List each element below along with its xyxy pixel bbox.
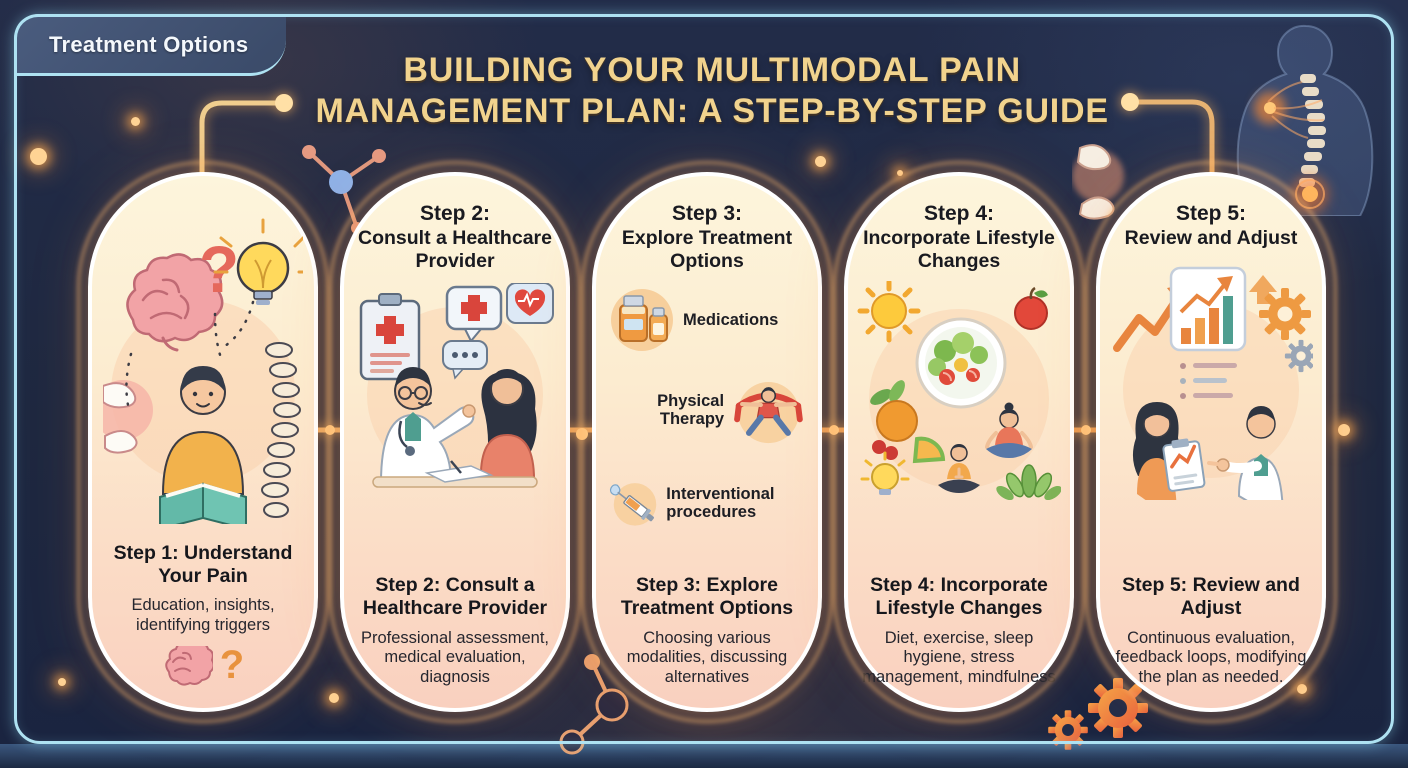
understand-pain-illustration: ? (103, 218, 303, 524)
lightbulb-icon (860, 451, 910, 495)
human-spine-figure (1236, 24, 1374, 216)
citrus-icon (870, 379, 946, 463)
checklist-lines (1180, 362, 1237, 399)
spine-icon (261, 342, 301, 518)
patient-figure (479, 368, 537, 484)
doctor-figure (379, 366, 476, 484)
step-1-description: Education, insights, identifying trigger… (131, 596, 275, 635)
review-adjust-illustration (1113, 266, 1313, 500)
step-3-top-heading: Step 3: Explore Treatment Options (609, 202, 805, 273)
step-2-label: Step 2: (419, 202, 490, 225)
step-5-title: Review and Adjust (1124, 226, 1298, 249)
glow-dot (1297, 684, 1307, 694)
step-3-description: Choosing various modalities, discussing … (626, 628, 788, 687)
gear-icon (1284, 339, 1313, 372)
exercise-band-icon (734, 381, 803, 443)
option-physical-therapy: Physical Therapy (609, 367, 805, 453)
salad-bowl-icon (915, 317, 1007, 409)
medical-cross-bubble-icon (445, 285, 503, 343)
brain-icon (126, 253, 224, 352)
bottom-glow-strip (0, 744, 1408, 768)
gear-icon (1259, 287, 1311, 340)
meditation-icon (985, 402, 1033, 458)
badge-label: Treatment Options (49, 32, 249, 57)
doctor-patient-illustration (359, 282, 554, 488)
treatment-options-badge: Treatment Options (14, 14, 286, 76)
option-interventional: Interventional procedures (609, 467, 805, 539)
medicine-bottles-icon (611, 288, 673, 351)
step-5-description: Continuous evaluation, feedback loops, m… (1115, 628, 1307, 687)
glow-dot (58, 678, 66, 686)
step-4-title: Incorporate Lifestyle Changes (863, 226, 1055, 272)
page-title: BUILDING YOUR MULTIMODAL PAIN MANAGEMENT… (302, 50, 1122, 133)
molecule-icon (559, 654, 629, 755)
lifestyle-illustration (857, 280, 1061, 500)
knee-joint-icon (103, 380, 153, 454)
step-5-top-heading: Step 5: Review and Adjust (1125, 202, 1298, 250)
step-3-label: Step 3: (671, 202, 742, 225)
step-card-1: ? (88, 172, 318, 712)
step-5-heading: Step 5: Review and Adjust (1122, 574, 1300, 619)
option-label: Physical Therapy (657, 391, 725, 428)
gears-icon (1048, 678, 1148, 750)
option-label: Interventional procedures (666, 484, 775, 521)
step-4-description: Diet, exercise, sleep hygiene, stress ma… (862, 628, 1056, 687)
bar-chart-icon (1169, 266, 1247, 352)
glow-dot (131, 117, 140, 126)
ellipsis-bubble-icon (442, 339, 488, 380)
doctor-figure (1207, 405, 1284, 500)
step-card-3: Step 3: Explore Treatment Options Medica… (592, 172, 822, 712)
step-4-heading: Step 4: Incorporate Lifestyle Changes (870, 574, 1048, 619)
step-2-description: Professional assessment, medical evaluat… (360, 628, 549, 687)
step-1-mini-icons: ? (161, 644, 245, 688)
step-3-title: Explore Treatment Options (621, 226, 793, 272)
meditation-icon (938, 443, 980, 493)
patient-figure (1132, 401, 1206, 500)
step-1-heading: Step 1: Understand Your Pain (113, 542, 293, 587)
question-mark-icon: ? (220, 644, 244, 687)
leaves-icon (996, 464, 1061, 500)
lightbulb-icon (213, 218, 303, 305)
syringe-icon (609, 482, 657, 526)
step-card-4: Step 4: Incorporate Lifestyle Changes (844, 172, 1074, 712)
brain-icon (165, 646, 213, 686)
step-5-label: Step 5: (1175, 202, 1246, 225)
step-2-heading: Step 2: Consult a Healthcare Provider (362, 574, 548, 619)
glow-dot (1338, 424, 1350, 436)
glow-dot (30, 148, 47, 165)
step-card-5: Step 5: Review and Adjust (1096, 172, 1326, 712)
step-4-top-heading: Step 4: Incorporate Lifestyle Changes (861, 202, 1057, 273)
option-medications: Medications (609, 287, 805, 353)
glow-dot (815, 156, 826, 167)
heart-ecg-bubble-icon (506, 282, 554, 324)
person-reading-icon (159, 366, 247, 524)
step-card-2: Step 2: Consult a Healthcare Provider (340, 172, 570, 712)
question-mark-icon: ? (199, 232, 239, 306)
apple-icon (1014, 286, 1048, 330)
glow-dot (329, 693, 339, 703)
step-2-top-heading: Step 2: Consult a Healthcare Provider (357, 202, 553, 273)
joint-icon (1072, 144, 1124, 220)
clipboard-icon (359, 292, 421, 381)
option-label: Medications (683, 310, 779, 329)
step-4-label: Step 4: (923, 202, 994, 225)
title-line-2: MANAGEMENT PLAN: A STEP-BY-STEP GUIDE (315, 92, 1109, 131)
title-line-1: BUILDING YOUR MULTIMODAL PAIN (403, 51, 1021, 89)
glow-dot (897, 170, 903, 176)
step-2-title: Consult a Healthcare Provider (358, 226, 552, 272)
sun-icon (857, 280, 921, 343)
step-3-heading: Step 3: Explore Treatment Options (620, 574, 794, 619)
pen-icon (450, 459, 462, 474)
svg-text:?: ? (220, 644, 244, 687)
